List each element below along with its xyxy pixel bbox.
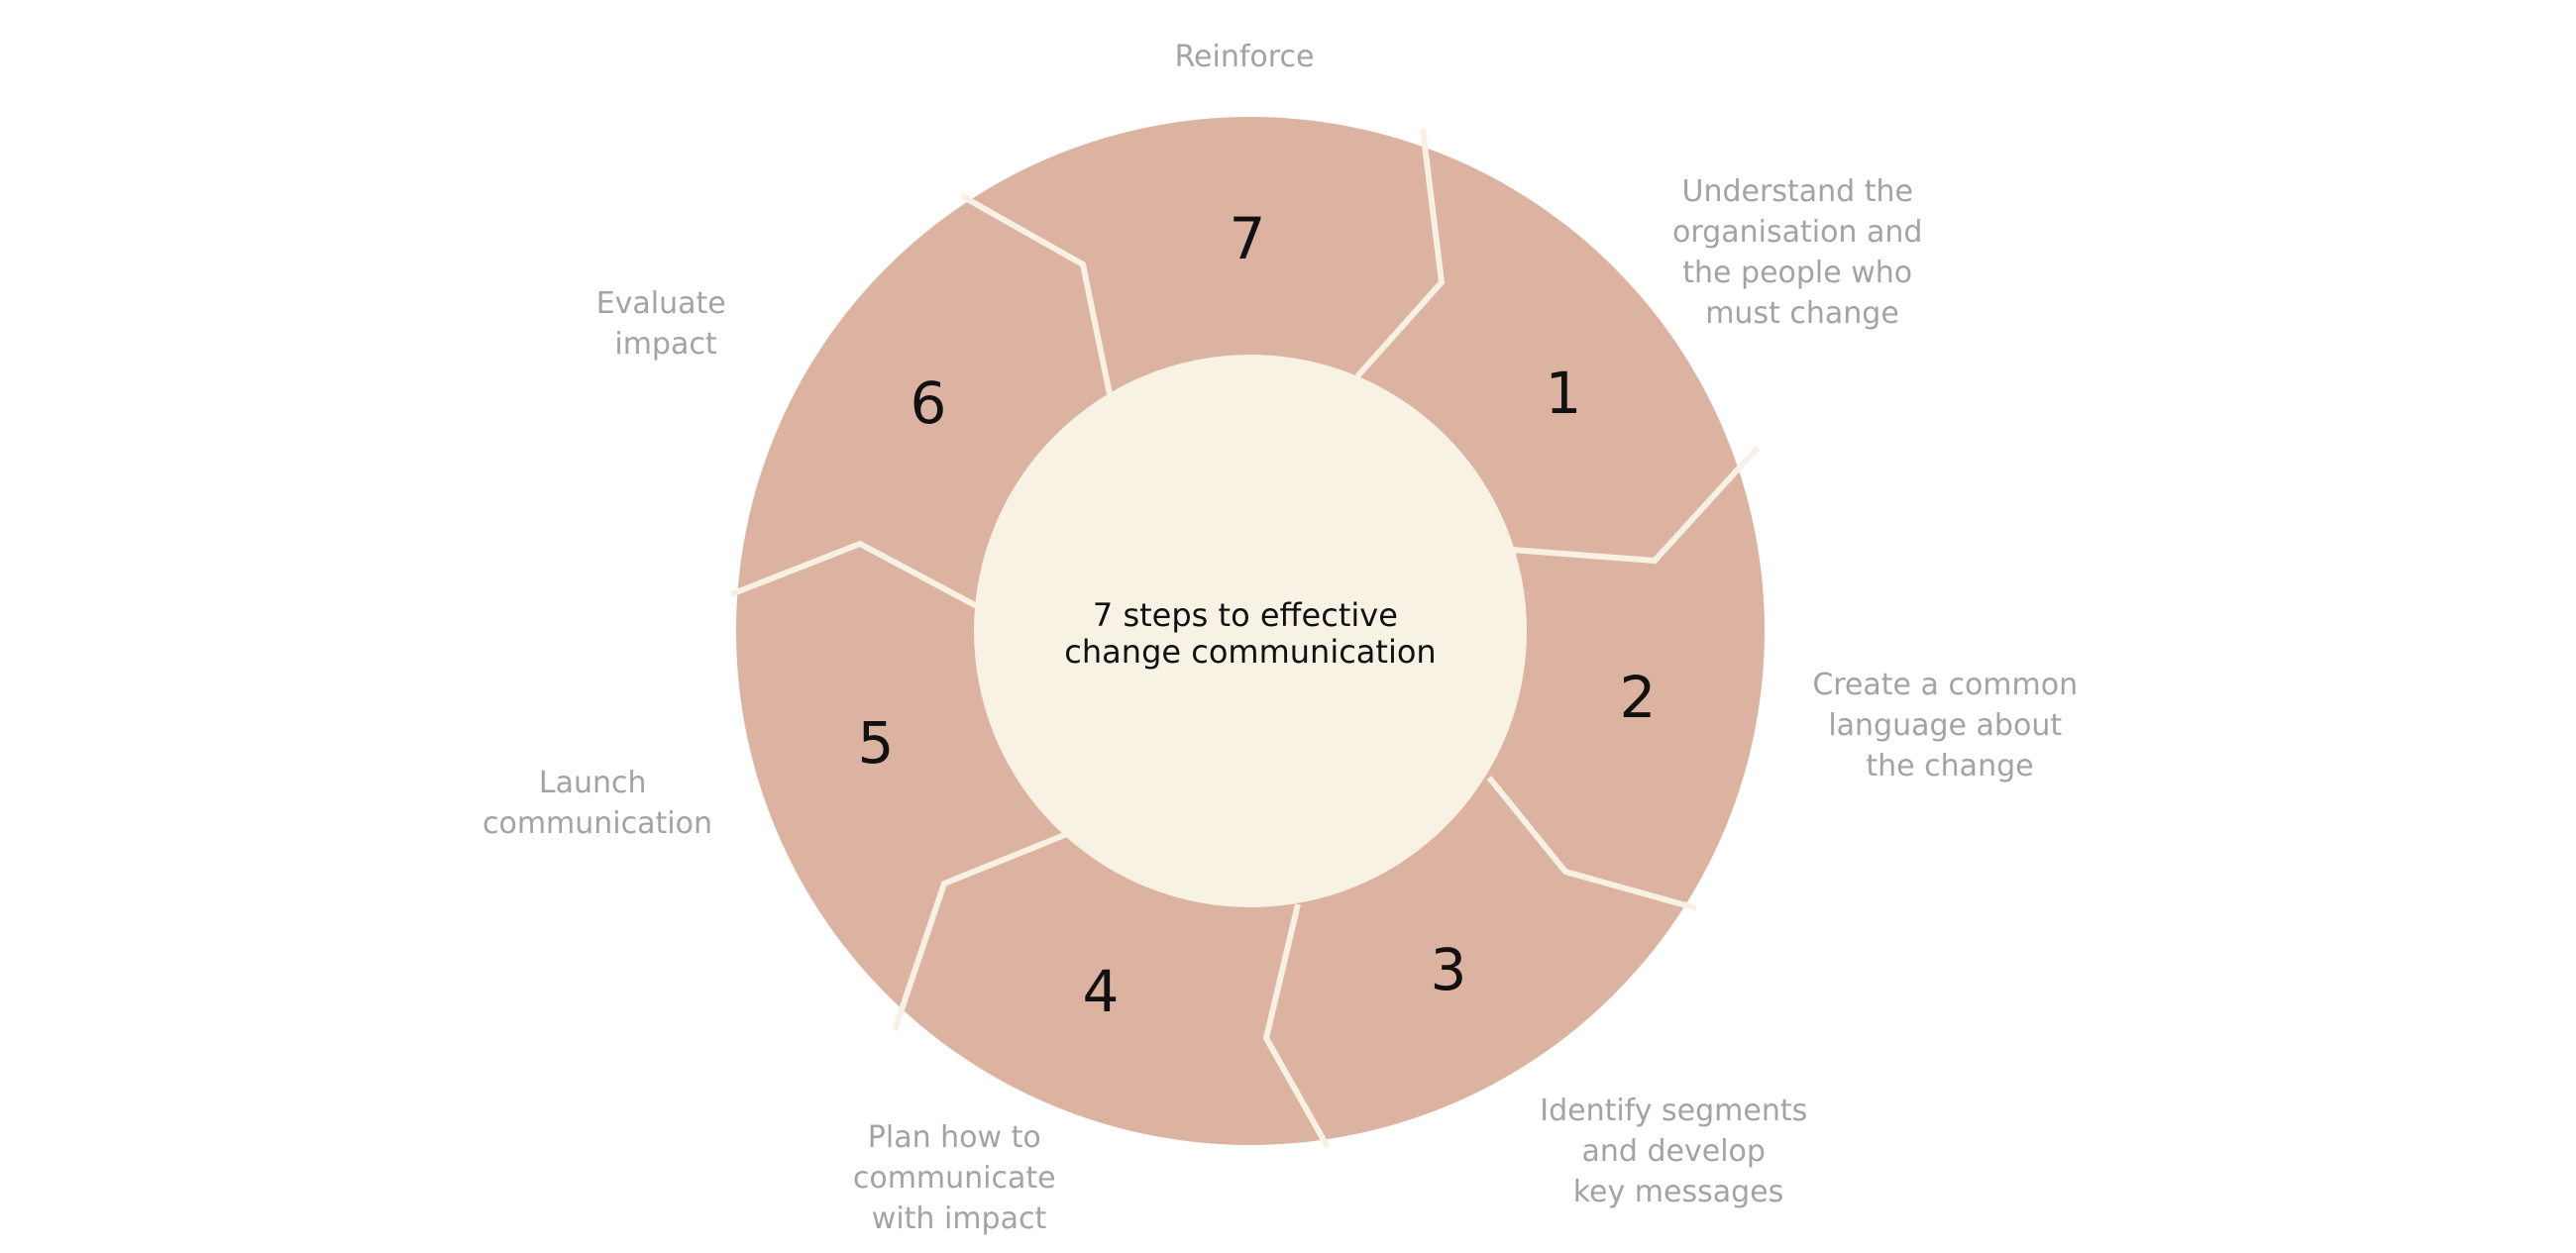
step-5-label: Launch communication [483,766,712,841]
step-7-label-line-1: Reinforce [1175,40,1315,74]
divider-3-4 [1262,903,1331,1149]
step-2-label: Create a common language about the chang… [1812,668,2087,783]
divider-4-5 [892,829,1074,1031]
step-2-number: 2 [1620,664,1657,731]
step-4-label-line-1: Plan how to [868,1120,1041,1155]
step-6-label: Evaluate impact [596,286,736,362]
step-2-label-line-3: the change [1866,749,2033,783]
step-3-label-line-3: key messages [1573,1175,1784,1209]
divider-5-6 [729,540,979,609]
step-6-label-line-1: Evaluate [596,286,726,321]
step-5-label-line-2: communication [483,806,712,841]
step-6-number: 6 [911,369,947,437]
divider-1-2 [1511,445,1761,565]
center-title-line-1: 7 steps to effective [1093,596,1398,634]
step-4-number: 4 [1083,958,1120,1025]
step-5-number: 5 [858,709,895,777]
step-1-label-line-2: organisation and [1672,215,1922,250]
step-3-label: Identify segments and develop key messag… [1540,1094,1817,1209]
center-hub [974,355,1527,907]
divider-7-1 [1354,128,1446,379]
step-labels: Understand the organisation and the peop… [483,40,2087,1236]
step-2-label-line-2: language about [1828,708,2062,743]
step-3-label-line-1: Identify segments [1540,1094,1807,1128]
step-7-number: 7 [1230,205,1266,272]
step-1-number: 1 [1546,360,1582,427]
step-5-label-line-1: Launch [539,766,647,800]
segment-dividers [729,128,1761,1149]
divider-6-7 [960,193,1113,395]
step-3-label-line-2: and develop [1582,1134,1766,1169]
center-title-line-2: change communication [1064,633,1436,671]
step-4-label-line-2: communicate [853,1161,1056,1196]
step-1-label-line-3: the people who [1682,256,1912,290]
step-2-label-line-1: Create a common [1812,668,2078,702]
step-1-label-line-1: Understand the [1682,174,1913,209]
step-1-label-line-4: must change [1705,296,1899,331]
step-6-label-line-2: impact [614,327,716,362]
step-3-number: 3 [1431,936,1467,1003]
step-numbers: 1 2 3 4 5 6 7 [858,205,1657,1025]
step-7-label: Reinforce [1175,40,1315,74]
center-title: 7 steps to effective change communicatio… [1064,596,1436,671]
step-1-label: Understand the organisation and the peop… [1672,174,1932,331]
step-4-label: Plan how to communicate with impact [853,1120,1065,1236]
step-4-label-line-3: with impact [872,1201,1047,1236]
divider-2-3 [1486,776,1697,911]
